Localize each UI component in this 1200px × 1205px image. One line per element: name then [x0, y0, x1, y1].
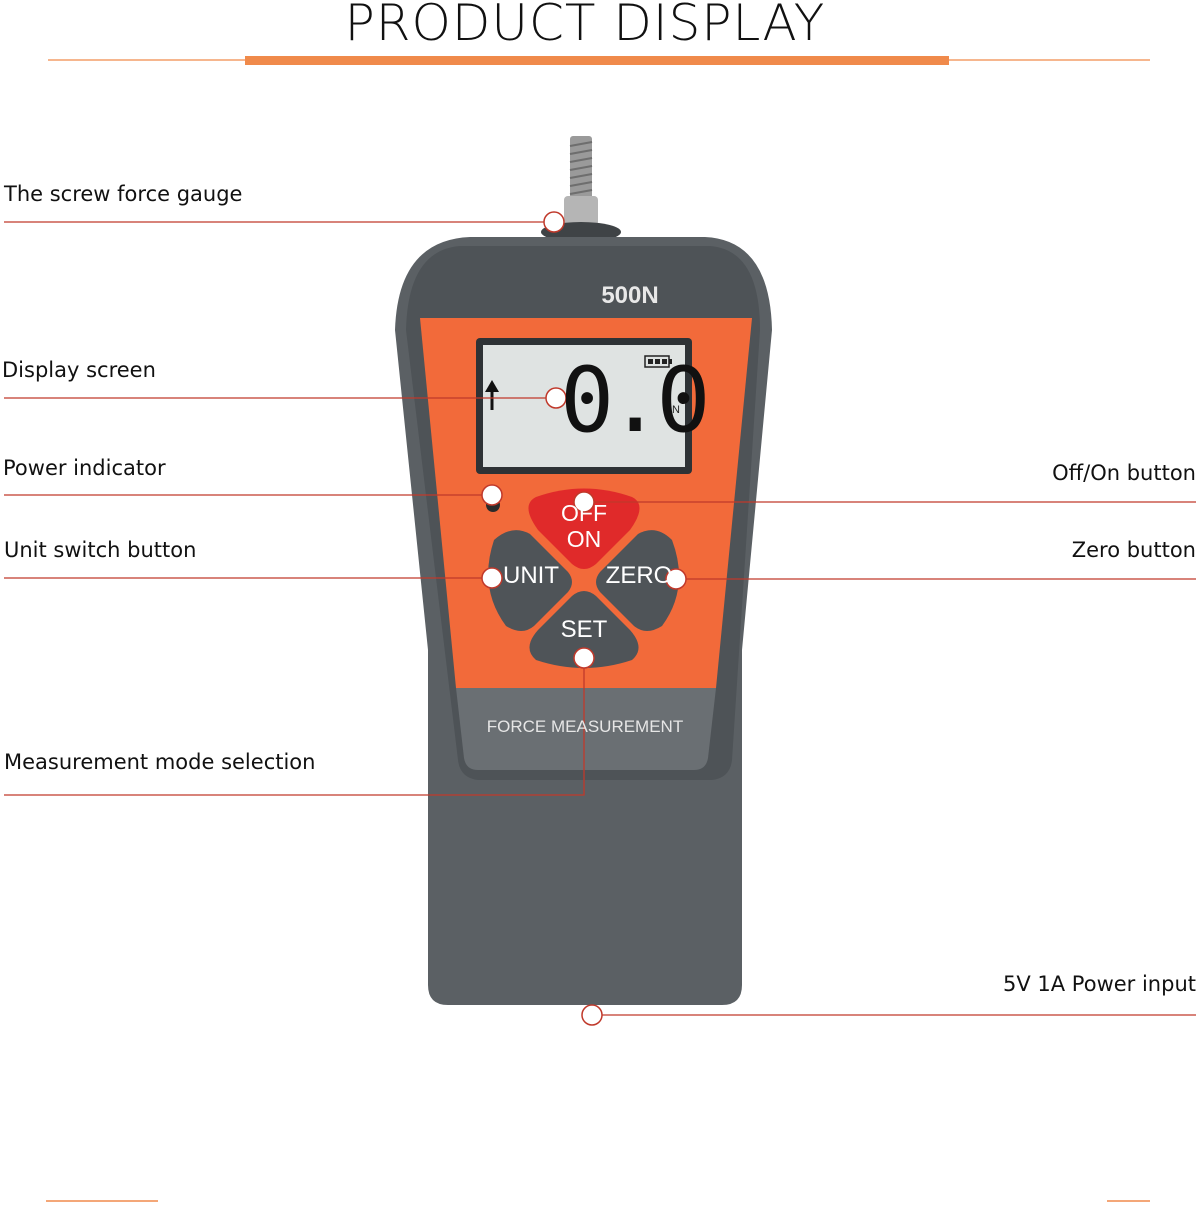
- onoff-label-on: ON: [566, 526, 602, 552]
- page-title: PRODUCT DISPLAY: [344, 0, 826, 52]
- zero-button[interactable]: [596, 530, 680, 631]
- display-reading: 0.0: [560, 348, 711, 453]
- onoff-button-label[interactable]: OFF ON: [548, 500, 620, 552]
- callout-mode: Measurement mode selection: [4, 750, 316, 774]
- device-footer-label: FORCE MEASUREMENT: [486, 717, 684, 736]
- model-label: 500N: [601, 282, 659, 309]
- callout-power-indicator: Power indicator: [3, 456, 166, 480]
- callout-lines: [4, 221, 1196, 1016]
- callout-power-input: 5V 1A Power input: [1003, 972, 1196, 996]
- marker-zero: [665, 568, 687, 590]
- battery-icon: [644, 355, 672, 368]
- callout-screw: The screw force gauge: [4, 182, 243, 206]
- display-unit: N: [672, 404, 680, 416]
- callout-unit: Unit switch button: [4, 538, 197, 562]
- marker-unit: [481, 567, 503, 589]
- onoff-label-off: OFF: [561, 500, 607, 526]
- marker-display: [545, 387, 567, 409]
- marker-power-input: [581, 1004, 603, 1026]
- unit-button-label[interactable]: UNIT: [503, 562, 559, 589]
- header-bar: [245, 56, 949, 65]
- callout-markers: [481, 211, 687, 1026]
- set-button-label[interactable]: SET: [560, 616, 608, 643]
- leader-mode: [4, 666, 585, 796]
- unit-button[interactable]: [488, 530, 572, 631]
- marker-onoff: [573, 491, 595, 513]
- callout-display: Display screen: [2, 358, 156, 382]
- onoff-button[interactable]: [528, 488, 640, 570]
- zero-button-label[interactable]: ZERO: [605, 562, 673, 589]
- display-screen: [483, 345, 685, 467]
- callout-zero: Zero button: [1071, 538, 1196, 562]
- marker-mode: [573, 647, 595, 669]
- marker-power-indicator: [481, 484, 503, 506]
- callout-onoff: Off/On button: [1052, 461, 1196, 485]
- marker-screw: [543, 211, 565, 233]
- set-button[interactable]: [529, 591, 639, 668]
